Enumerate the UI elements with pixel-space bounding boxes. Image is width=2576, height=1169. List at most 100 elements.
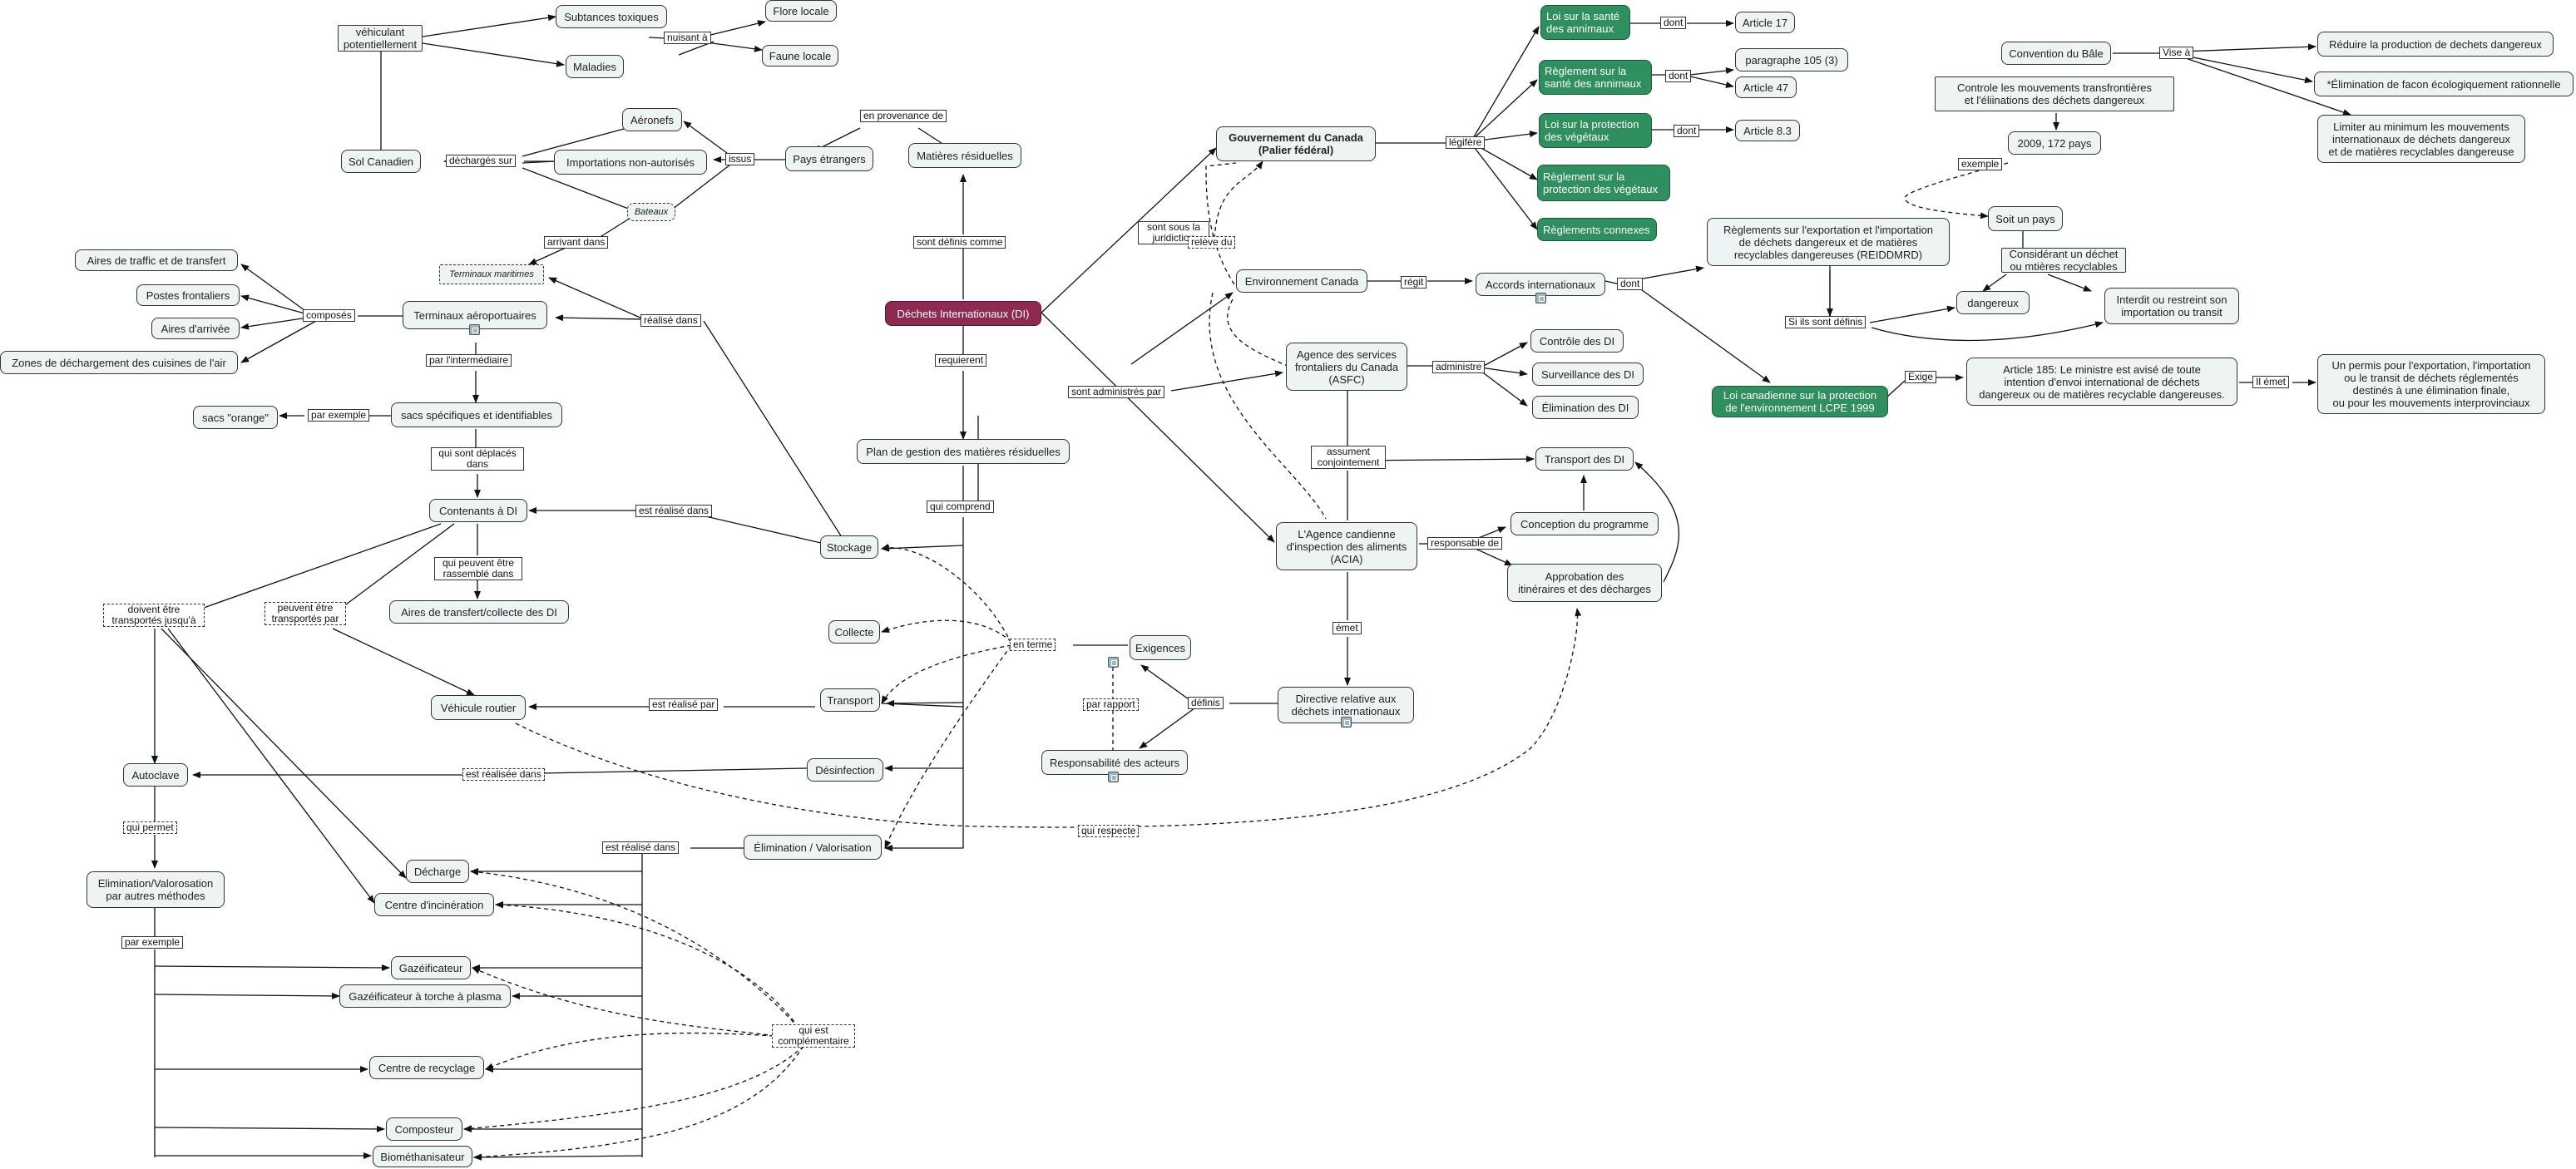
node-bateaux[interactable]: Bateaux: [627, 203, 675, 221]
node-transport[interactable]: Transport: [820, 688, 880, 712]
node-lcpe[interactable]: Loi canadienne sur la protection de l'en…: [1712, 386, 1888, 417]
node-controle-mouvements[interactable]: Controle les mouvements transfrontières …: [1935, 76, 2174, 111]
node-reiddmrd[interactable]: Règlements sur l'exportation et l'import…: [1707, 218, 1950, 266]
node-dangereux[interactable]: dangereux: [1956, 291, 2030, 314]
node-elimination-valorisation[interactable]: Élimination / Valorisation: [744, 835, 882, 860]
node-surveillance-di[interactable]: Surveillance des DI: [1532, 363, 1644, 386]
attachment-icon[interactable]: [1341, 717, 1352, 728]
node-desinfection[interactable]: Désinfection: [807, 758, 883, 782]
link-label: relève du: [1188, 236, 1236, 249]
node-convention-bale[interactable]: Convention du Bâle: [2001, 42, 2111, 65]
node-article-185[interactable]: Article 185: Le ministre est avisé de to…: [1966, 358, 2237, 406]
node-subst-tox[interactable]: Subtances toxiques: [556, 5, 667, 28]
node-reglement-protection-vegetaux[interactable]: Règlement sur la protection des végétaux: [1537, 165, 1670, 201]
node-asfc[interactable]: Agence des services frontaliers du Canad…: [1286, 343, 1407, 391]
node-considerant[interactable]: Considérant un déchet ou mtières recycla…: [2001, 248, 2126, 273]
node-maladies[interactable]: Maladies: [566, 55, 624, 78]
node-2009-172-pays[interactable]: 2009, 172 pays: [2008, 131, 2101, 155]
link-label: par l'intermédiaire: [426, 354, 512, 367]
node-sacs-orange[interactable]: sacs "orange": [193, 406, 278, 429]
node-plan-gestion[interactable]: Plan de gestion des matières résiduelles: [857, 439, 1070, 464]
node-composteur[interactable]: Composteur: [386, 1117, 462, 1141]
link-label: déchargés sur: [446, 155, 517, 167]
node-pays-etrangers[interactable]: Pays étrangers: [785, 146, 873, 171]
link-label: est réalisé dans: [635, 505, 713, 517]
node-permis[interactable]: Un permis pour l'exportation, l'importat…: [2317, 354, 2545, 414]
node-soit-un-pays[interactable]: Soit un pays: [1988, 206, 2063, 231]
node-sacs-specifiques[interactable]: sacs spécifiques et identifiables: [391, 402, 562, 427]
node-loi-sante-animaux[interactable]: Loi sur la santé des annimaux: [1540, 5, 1630, 40]
node-autoclave[interactable]: Autoclave: [123, 763, 188, 787]
node-flore[interactable]: Flore locale: [765, 0, 837, 22]
link-label: légifère: [1446, 136, 1486, 149]
node-biomethanisateur[interactable]: Biométhanisateur: [373, 1146, 472, 1167]
node-zones-dechargement[interactable]: Zones de déchargement des cuisines de l'…: [0, 351, 238, 374]
node-elimination-ecologique[interactable]: *Élimination de facon écologiquement rat…: [2314, 72, 2574, 96]
node-article-47[interactable]: Article 47: [1735, 76, 1797, 98]
node-controle-di[interactable]: Contrôle des DI: [1530, 329, 1624, 353]
node-reglements-connexes[interactable]: Règlements connexes: [1537, 218, 1657, 241]
link-label: par rapport: [1083, 698, 1139, 711]
node-reduire-production[interactable]: Réduire la production de dechets dangere…: [2317, 32, 2554, 57]
link-label: peuvent être transportés par: [265, 602, 346, 625]
link-label: Exige: [1905, 371, 1937, 383]
link-label: responsable de: [1427, 537, 1503, 550]
node-aires-collecte[interactable]: Aires de transfert/collecte des DI: [389, 600, 569, 624]
node-gouvernement[interactable]: Gouvernement du Canada (Palier fédéral): [1216, 126, 1376, 161]
link-label: définis: [1188, 697, 1224, 709]
link-label: qui respecte: [1078, 825, 1140, 837]
node-exigences[interactable]: Exigences: [1130, 635, 1191, 660]
link-label: sont sous la juridiction: [1138, 221, 1209, 244]
attachment-icon[interactable]: [1108, 772, 1119, 782]
attachment-icon[interactable]: [1535, 293, 1546, 303]
node-limiter-mouvements[interactable]: Limiter au minimum les mouvements intern…: [2317, 115, 2525, 163]
node-reglement-sante-animaux[interactable]: Règlement sur la santé des annimaux: [1539, 60, 1652, 95]
attachment-icon[interactable]: [1108, 657, 1119, 668]
link-label: en terme: [1010, 639, 1056, 651]
node-importations[interactable]: Importations non-autorisés: [554, 150, 707, 175]
node-aires-arrivee[interactable]: Aires d'arrivée: [151, 318, 240, 339]
node-transport-di[interactable]: Transport des DI: [1535, 447, 1634, 471]
node-aeronefs[interactable]: Aéronefs: [622, 108, 682, 131]
node-matieres-residuelles[interactable]: Matières résiduelles: [908, 143, 1021, 168]
node-contenants[interactable]: Contenants à DI: [429, 499, 527, 522]
node-vehiculant[interactable]: véhiculant potentiellement: [338, 25, 423, 52]
node-aires-traffic[interactable]: Aires de traffic et de transfert: [75, 249, 238, 271]
link-label: requierent: [935, 354, 987, 367]
node-sol-canadien[interactable]: Sol Canadien: [341, 150, 421, 173]
link-label: est réalisé par: [649, 698, 719, 711]
node-collecte[interactable]: Collecte: [828, 620, 880, 644]
node-acia[interactable]: L'Agence candienne d'inspection des alim…: [1276, 522, 1417, 570]
node-terminaux-maritimes[interactable]: Terminaux maritimes: [439, 264, 544, 284]
node-gazeificateur[interactable]: Gazéificateur: [391, 956, 471, 979]
node-postes-frontaliers[interactable]: Postes frontaliers: [136, 284, 240, 306]
node-accords-internationaux[interactable]: Accords internationaux: [1476, 273, 1605, 296]
node-gazeificateur-plasma[interactable]: Gazéificateur à torche à plasma: [339, 984, 511, 1008]
node-article-17[interactable]: Article 17: [1735, 12, 1795, 33]
node-paragraphe-105[interactable]: paragraphe 105 (3): [1735, 48, 1848, 72]
link-label: par exemple: [121, 936, 184, 949]
node-centre-incineration[interactable]: Centre d'incinération: [374, 893, 494, 916]
node-faune[interactable]: Faune locale: [762, 45, 838, 67]
node-vehicule-routier[interactable]: Véhicule routier: [431, 695, 526, 720]
node-approbation[interactable]: Approbation des itinéraires et des décha…: [1507, 564, 1662, 602]
node-article-8-3[interactable]: Article 8.3: [1735, 120, 1800, 141]
link-label: Si ils sont définis: [1785, 316, 1866, 328]
node-interdit[interactable]: Interdit ou restreint son importation ou…: [2104, 288, 2239, 324]
node-elimination-di[interactable]: Élimination des DI: [1532, 396, 1639, 419]
link-label: en provenance de: [860, 110, 947, 122]
node-loi-protection-vegetaux[interactable]: Loi sur la protection des végétaux: [1539, 113, 1652, 148]
link-label: exemple: [1958, 158, 2003, 170]
node-elimination-autres[interactable]: Elimination/Valorosation par autres méth…: [87, 871, 225, 908]
link-label: dont: [1617, 278, 1644, 290]
attachment-icon[interactable]: [469, 324, 480, 335]
node-stockage[interactable]: Stockage: [820, 535, 878, 559]
link-label: dont: [1660, 17, 1687, 29]
node-conception-programme[interactable]: Conception du programme: [1510, 512, 1659, 535]
node-dechets-internationaux[interactable]: Déchets Internationaux (DI): [885, 301, 1041, 326]
node-environnement-canada[interactable]: Environnement Canada: [1236, 269, 1367, 293]
node-decharge[interactable]: Décharge: [406, 860, 469, 883]
node-centre-recyclage[interactable]: Centre de recyclage: [369, 1056, 484, 1079]
link-label: qui est complémentaire: [772, 1024, 855, 1048]
